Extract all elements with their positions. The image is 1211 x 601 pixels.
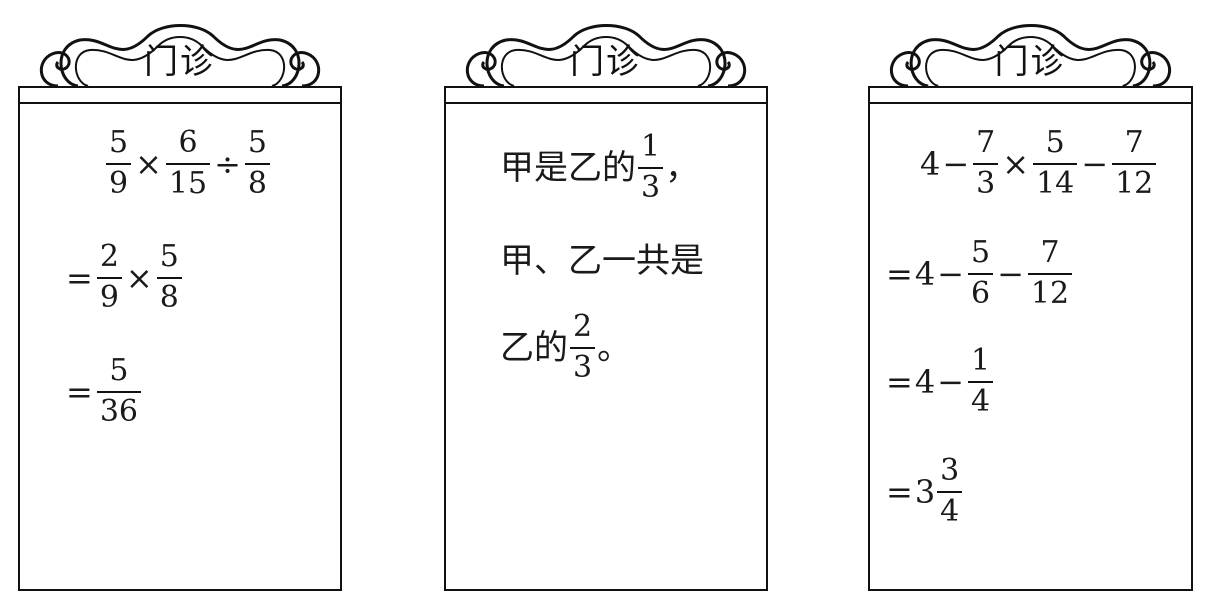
fraction-denominator: 6	[967, 272, 994, 310]
panel-title: 门诊	[570, 42, 642, 82]
fraction-denominator: 3	[570, 346, 596, 384]
fraction-numerator: 1	[970, 343, 991, 378]
operator: −	[997, 254, 1024, 293]
scroll-ornament-icon	[18, 6, 342, 90]
statement-text: 甲是乙的	[500, 147, 636, 188]
fraction-denominator: 9	[106, 162, 132, 200]
fraction-denominator: 12	[1027, 272, 1073, 310]
fraction-numerator: 2	[99, 239, 119, 274]
board	[18, 86, 342, 591]
fraction-denominator: 8	[244, 162, 270, 200]
fraction-denominator: 3	[973, 162, 999, 200]
board	[444, 86, 768, 591]
operator: −	[942, 144, 970, 183]
operator: =	[886, 362, 913, 401]
fraction-denominator: 4	[937, 490, 963, 528]
fraction-numerator: 5	[159, 239, 179, 274]
operator: ×	[125, 258, 153, 297]
fraction-numerator: 7	[976, 125, 996, 160]
scroll-ornament-icon	[444, 6, 768, 90]
operator: −	[937, 254, 964, 293]
fraction-numerator: 5	[1045, 125, 1065, 160]
fraction-numerator: 7	[1040, 235, 1060, 270]
fraction-denominator: 8	[156, 276, 182, 314]
fraction-numerator: 2	[573, 309, 593, 344]
fraction-denominator: 14	[1033, 162, 1078, 200]
operator: −	[937, 362, 964, 401]
fraction-denominator: 15	[165, 162, 211, 200]
scroll-ornament-icon	[868, 6, 1193, 90]
fraction-numerator: 3	[940, 453, 960, 488]
fraction-numerator: 5	[970, 235, 991, 270]
number: 4	[914, 254, 936, 293]
number: 3	[914, 472, 936, 511]
fraction-denominator: 4	[967, 380, 994, 418]
statement-text: 甲、乙一共是	[500, 241, 704, 281]
operator: =	[66, 372, 93, 411]
statement-text: ，	[665, 147, 700, 188]
fraction-numerator: 7	[1124, 125, 1144, 160]
operator: =	[66, 258, 93, 297]
operator: ×	[1002, 144, 1030, 183]
fraction-numerator: 5	[109, 353, 129, 388]
fraction-denominator: 3	[638, 166, 664, 204]
fraction-numerator: 5	[247, 125, 267, 160]
panel-title: 门诊	[144, 42, 216, 82]
operator: =	[886, 254, 913, 293]
fraction-denominator: 9	[96, 276, 122, 314]
board	[868, 86, 1193, 591]
fraction-denominator: 12	[1112, 162, 1157, 200]
operator: ×	[135, 144, 162, 183]
operator: =	[886, 472, 913, 511]
fraction-numerator: 5	[109, 125, 129, 160]
number: 4	[920, 144, 941, 183]
panel-title: 门诊	[994, 42, 1067, 82]
statement-text: 乙的	[500, 327, 568, 368]
fraction-numerator: 1	[641, 129, 661, 164]
fraction-denominator: 36	[96, 390, 141, 428]
operator: ÷	[214, 144, 241, 183]
statement-text: 。	[597, 327, 632, 368]
text-line: 甲、乙一共是	[500, 244, 704, 278]
fraction-numerator: 6	[178, 125, 198, 160]
operator: −	[1081, 144, 1109, 183]
number: 4	[914, 362, 936, 401]
